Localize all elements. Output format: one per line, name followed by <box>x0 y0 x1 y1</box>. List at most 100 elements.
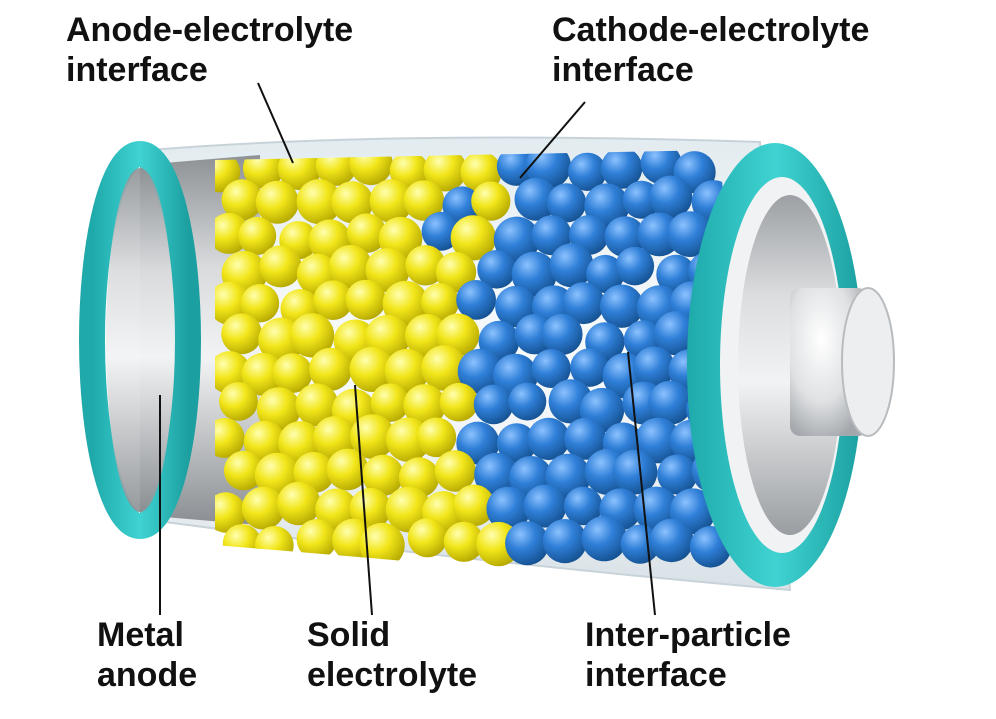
cathode-particle <box>457 348 503 394</box>
cathode-particle <box>600 284 644 328</box>
cathode-particle <box>531 349 571 388</box>
cathode-particle <box>541 313 583 355</box>
cathode-electrolyte-label: Cathode-electrolyte interface <box>552 10 869 90</box>
electrolyte-particle <box>403 180 445 221</box>
electrolyte-particle <box>272 353 313 393</box>
solid-electrolyte-line1: Solid <box>307 616 391 654</box>
electrolyte-particle <box>416 417 457 458</box>
cathode-particle <box>511 251 557 297</box>
cathode-particle <box>649 175 693 219</box>
electrolyte-particle <box>384 348 430 394</box>
electrolyte-particle <box>362 454 404 496</box>
electrolyte-particle <box>471 181 511 221</box>
cathode-particle <box>531 215 572 256</box>
cathode-electrolyte-line1: Cathode-electrolyte <box>552 11 870 49</box>
electrolyte-particle <box>370 383 410 423</box>
positive-terminal <box>790 287 895 437</box>
electrolyte-particle <box>215 418 245 458</box>
cathode-particle <box>633 346 675 389</box>
particle-bed <box>215 150 736 568</box>
electrolyte-particle <box>313 280 353 321</box>
electrolyte-particle <box>259 245 302 288</box>
electrolyte-particle <box>349 346 395 392</box>
electrolyte-particle <box>254 526 294 565</box>
anode-end-ring <box>79 141 201 539</box>
cathode-particle <box>657 454 698 495</box>
electrolyte-particle <box>241 486 285 530</box>
cathode-particle <box>496 150 537 186</box>
electrolyte-particle <box>423 150 467 192</box>
electrolyte-particle <box>407 518 448 558</box>
anode-electrolyte-leader <box>257 82 294 164</box>
electrolyte-particle <box>223 450 264 491</box>
electrolyte-particle <box>345 279 386 320</box>
electrolyte-particle <box>331 181 374 224</box>
electrolyte-particle <box>296 519 337 560</box>
cathode-particle <box>600 150 643 189</box>
electrolyte-particle <box>238 216 277 255</box>
cathode-particle <box>473 384 514 425</box>
cathode-particle <box>514 177 558 221</box>
cathode-particle <box>648 380 693 425</box>
electrolyte-particle <box>256 387 301 431</box>
electrolyte-particle <box>349 487 392 530</box>
electrolyte-particle <box>435 252 477 293</box>
electrolyte-particle <box>326 448 369 491</box>
cathode-particle <box>486 486 531 531</box>
solid-electrolyte-line2: electrolyte <box>307 656 478 694</box>
cathode-particle <box>493 216 540 263</box>
electrolyte-particle <box>309 347 352 391</box>
cathode-particle <box>581 515 627 562</box>
electrolyte-particle <box>289 313 335 358</box>
cathode-particle <box>563 486 603 526</box>
cathode-particle <box>586 254 625 294</box>
cathode-particle <box>527 417 570 461</box>
electrolyte-particle <box>215 492 247 533</box>
metal-anode-label: Metal anode <box>97 615 197 695</box>
cathode-particle <box>508 382 547 421</box>
electrolyte-particle <box>277 481 321 526</box>
electrolyte-particle <box>221 313 262 355</box>
cathode-particle <box>564 417 607 460</box>
electrolyte-particle <box>359 522 405 568</box>
cathode-particle <box>456 421 500 465</box>
cathode-particle <box>649 518 694 563</box>
cathode-particle <box>612 449 658 495</box>
cathode-particle <box>474 452 519 497</box>
electrolyte-particle <box>328 245 373 289</box>
cathode-particle <box>604 216 646 257</box>
cathode-particle <box>568 152 607 191</box>
electrolyte-particle <box>350 414 395 459</box>
electrolyte-particle <box>382 280 429 327</box>
electrolyte-particle <box>255 180 299 224</box>
cathode-particle <box>505 521 550 566</box>
cathode-particle <box>525 150 571 189</box>
electrolyte-particle <box>434 450 476 492</box>
cathode-particle <box>542 519 588 564</box>
metal-anode-line2: anode <box>97 656 198 694</box>
cathode-particle <box>635 417 681 464</box>
electrolyte-particle <box>443 521 484 562</box>
cathode-particle <box>477 249 516 289</box>
solid-electrolyte-label: Solid electrolyte <box>307 615 477 695</box>
inter-particle-line2: interface <box>585 656 727 694</box>
cathode-particle <box>562 282 605 325</box>
cathode-particle <box>640 150 682 184</box>
electrolyte-particle <box>453 484 495 527</box>
electrolyte-particle <box>215 212 250 254</box>
electrolyte-particle <box>215 152 241 193</box>
electrolyte-particle <box>405 245 446 286</box>
cathode-particle <box>421 211 461 251</box>
cathode-particle <box>456 280 496 320</box>
inter-particle-leader <box>627 351 656 616</box>
solid-electrolyte-leader <box>354 384 373 616</box>
electrolyte-particle <box>439 382 479 422</box>
metal-anode-line1: Metal <box>97 616 184 654</box>
anode-electrolyte-line1: Anode-electrolyte <box>66 11 354 49</box>
electrolyte-particle <box>240 284 280 323</box>
cathode-electrolyte-leader <box>519 101 586 179</box>
electrolyte-particle <box>421 283 460 322</box>
electrolyte-particle <box>221 179 263 221</box>
